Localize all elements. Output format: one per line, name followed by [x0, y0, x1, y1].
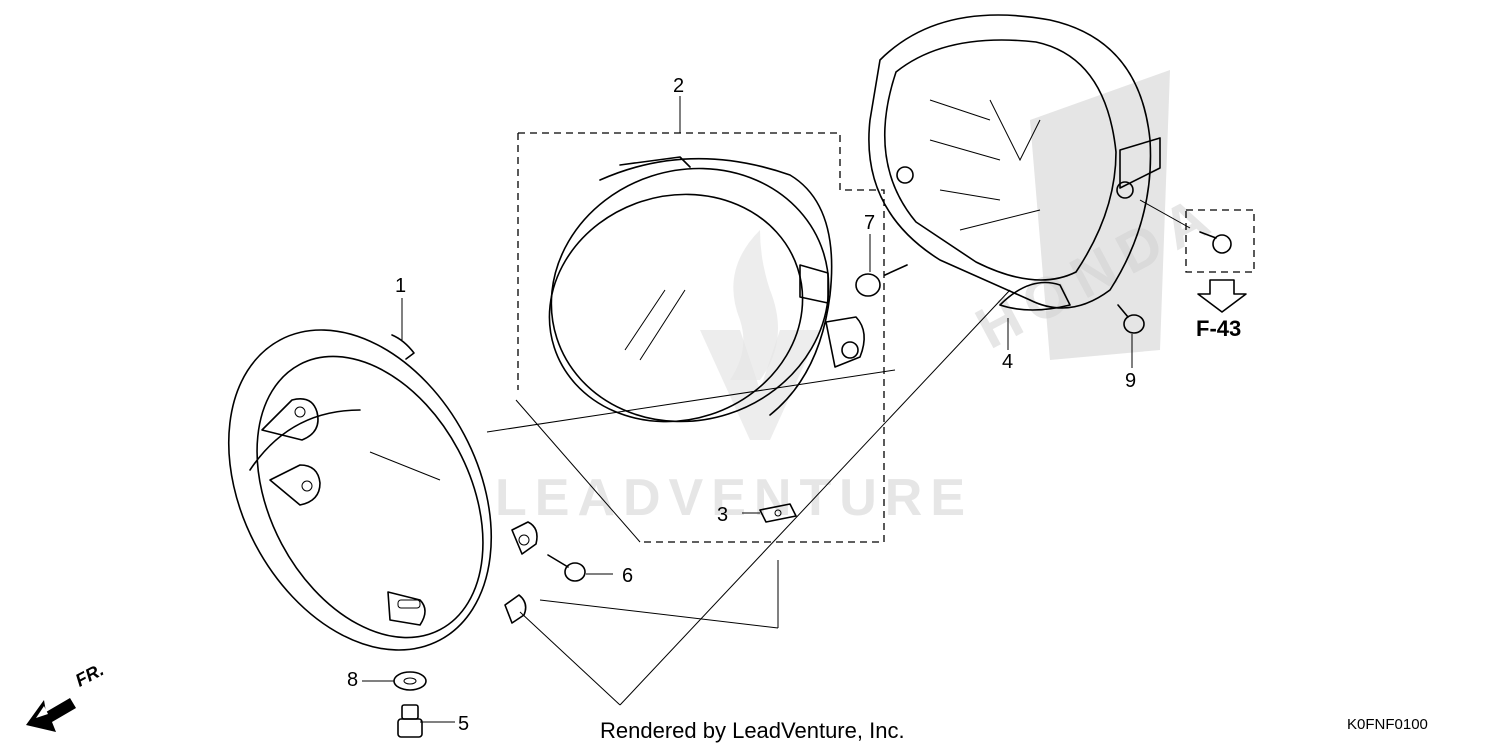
assembly-box-part-2 — [518, 132, 885, 543]
reference-label: F-43 — [1196, 316, 1242, 341]
part-number-5: 5 — [458, 713, 469, 735]
part-number-8: 8 — [347, 669, 358, 691]
reference-arrow-icon — [1197, 279, 1247, 313]
reference-screw — [1185, 209, 1255, 273]
headlight-case-part-4 — [868, 14, 1161, 311]
screw-part-9 — [1117, 304, 1145, 334]
part-number-1: 1 — [395, 275, 406, 297]
headlight-rim-part-1 — [227, 329, 538, 651]
part-number-3: 3 — [717, 504, 728, 526]
watermark-text: LEADVENTURE — [495, 469, 973, 527]
diagram-code: K0FNF0100 — [1347, 716, 1428, 733]
part-number-4: 4 — [1002, 351, 1013, 373]
part-number-7: 7 — [864, 212, 875, 234]
leader-lines — [362, 96, 1191, 723]
bolt-part-5 — [397, 704, 423, 738]
part-number-9: 9 — [1125, 370, 1136, 392]
front-direction-arrow-icon — [26, 698, 76, 732]
watermark-v-icon — [700, 330, 820, 440]
credit-text: Rendered by LeadVenture, Inc. — [600, 718, 905, 743]
headlight-unit-part-2 — [548, 156, 865, 423]
washer-part-8 — [393, 671, 427, 691]
part-number-2: 2 — [673, 75, 684, 97]
stipple-shade — [1030, 70, 1170, 360]
clip-part-3 — [759, 503, 797, 523]
watermark-flame-icon — [730, 230, 778, 380]
part-number-6: 6 — [622, 565, 633, 587]
screw-part-7 — [855, 264, 908, 297]
screw-part-6 — [547, 554, 586, 582]
